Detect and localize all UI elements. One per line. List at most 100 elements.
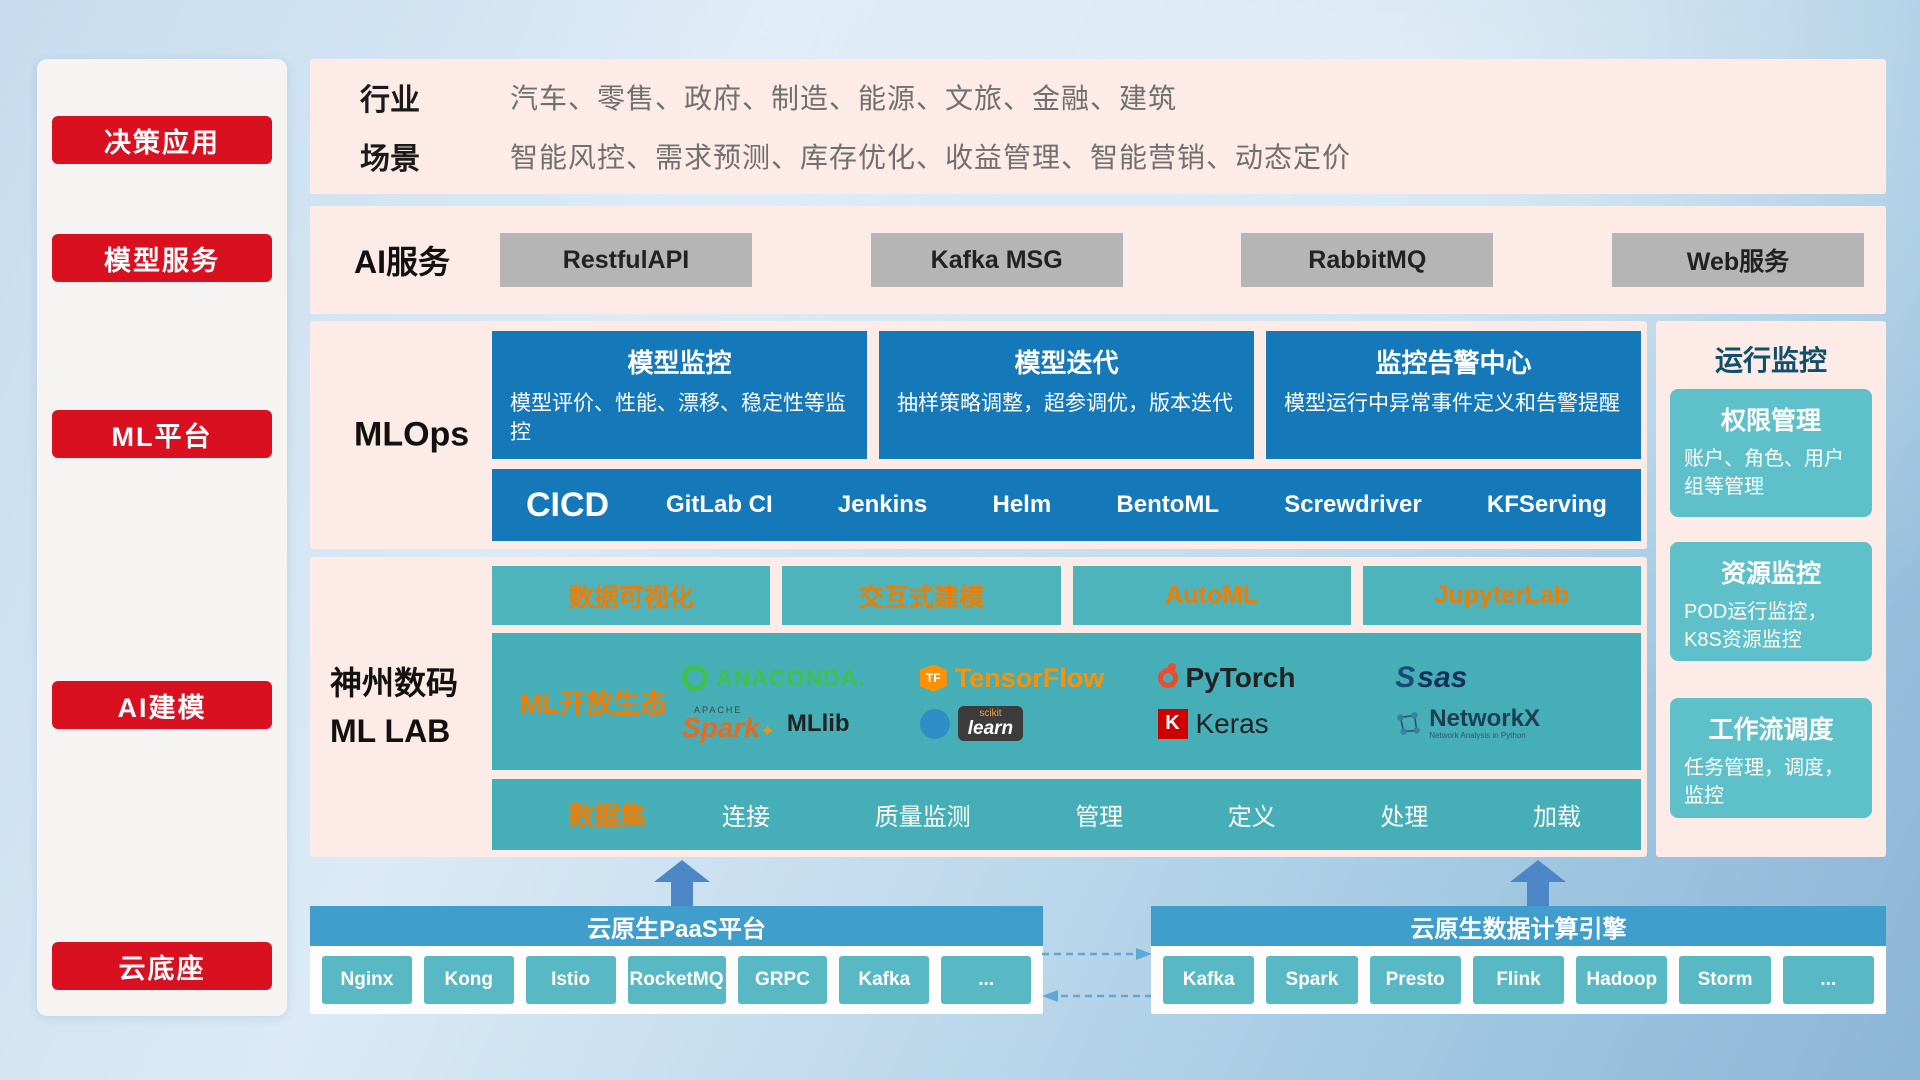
pytorch-icon (1157, 663, 1178, 688)
ml-ecosystem-logos: ANACONDA. TF TensorFlow PyTorch S sas AP… (682, 661, 1641, 742)
ai-service-row: AI服务 RestfulAPI Kafka MSG RabbitMQ Web服务 (310, 206, 1886, 314)
engine-storm: Storm (1679, 956, 1771, 1004)
engine-hadoop: Hadoop (1576, 956, 1668, 1004)
cloud-paas-title: 云原生PaaS平台 (310, 906, 1043, 946)
dataset-load: 加载 (1532, 804, 1581, 831)
service-restfulapi: RestfulAPI (500, 233, 752, 287)
tool-automl: AutoML (1072, 566, 1351, 625)
cicd-kfserving: KFServing (1486, 491, 1607, 518)
card-desc: POD运行监控，K8S资源监控 (1684, 601, 1828, 651)
sas-logo: S sas (1395, 661, 1633, 695)
anaconda-wordmark: ANACONDA. (716, 664, 866, 691)
scenario-line: 场景 智能风控、需求预测、库存优化、收益管理、智能营销、动态定价 (310, 134, 1886, 178)
networkx-logo: NetworkX Network Analysis in Python (1395, 704, 1633, 741)
card-model-monitoring: 模型监控 模型评价、性能、漂移、稳定性等监控 (492, 331, 867, 459)
paas-more: ... (941, 956, 1032, 1004)
mlops-cards: 模型监控 模型评价、性能、漂移、稳定性等监控 模型迭代 抽样策略调整，超参调优，… (492, 331, 1641, 459)
runtime-monitor-title: 运行监控 (1714, 345, 1827, 376)
dataset-bar: 数据集 连接 质量监测 管理 定义 处理 加载 (492, 779, 1641, 850)
industry-line: 行业 汽车、零售、政府、制造、能源、文旅、金融、建筑 (310, 75, 1886, 119)
layer-ml-platform: ML平台 (52, 410, 272, 458)
tensorflow-wordmark: TensorFlow (954, 662, 1105, 693)
cicd-gitlab-ci: GitLab CI (666, 491, 773, 518)
layer-model-service: 模型服务 (52, 234, 272, 282)
cloud-data-engine-items: Kafka Spark Presto Flink Hadoop Storm ..… (1151, 946, 1886, 1014)
pytorch-wordmark: PyTorch (1185, 662, 1296, 693)
industry-scenario-panel: 行业 汽车、零售、政府、制造、能源、文旅、金融、建筑 场景 智能风控、需求预测、… (310, 59, 1886, 194)
paas-istio: Istio (525, 956, 616, 1004)
spark-wordmark: APACHE Spark✦ (682, 705, 775, 743)
card-resource-monitoring: 资源监控 POD运行监控，K8S资源监控 (1670, 542, 1872, 661)
pytorch-logo: PyTorch (1157, 662, 1396, 694)
dataset-manage: 管理 (1075, 804, 1124, 831)
cloud-data-engine-group: 云原生数据计算引擎 Kafka Spark Presto Flink Hadoo… (1151, 906, 1886, 1014)
paas-kafka: Kafka (839, 956, 930, 1004)
mlops-label: MLOps (354, 415, 470, 454)
layer-ai-modeling: AI建模 (52, 681, 272, 729)
ml-lab-label-line2: ML LAB (330, 713, 451, 749)
scikit-learn-icon (919, 708, 950, 739)
sas-wordmark: sas (1417, 661, 1468, 694)
card-alert-center: 监控告警中心 模型运行中异常事件定义和告警提醒 (1266, 331, 1641, 459)
cicd-label: CICD (526, 485, 610, 524)
scikit-learn-logo: scikit learn (919, 706, 1158, 741)
card-desc: 模型评价、性能、漂移、稳定性等监控 (510, 392, 846, 445)
mllib-wordmark: MLlib (786, 709, 850, 737)
ml-lab-label: 神州数码 ML LAB (330, 659, 494, 755)
ml-ecosystem-panel: ML开放生态 ANACONDA. TF TensorFlow PyTorch S… (492, 633, 1641, 770)
cloud-paas-group: 云原生PaaS平台 Nginx Kong Istio RocketMQ GRPC… (310, 906, 1043, 1014)
service-kafka-msg: Kafka MSG (870, 233, 1123, 287)
industry-label: 行业 (360, 83, 420, 117)
card-desc: 任务管理，调度，监控 (1684, 757, 1844, 807)
paas-nginx: Nginx (322, 956, 412, 1004)
cicd-helm: Helm (992, 491, 1052, 518)
card-desc: 模型运行中异常事件定义和告警提醒 (1284, 392, 1620, 415)
dataset-connect: 连接 (722, 804, 770, 831)
cicd-screwdriver: Screwdriver (1284, 491, 1422, 518)
data-exchange-arrows (1042, 948, 1152, 1002)
dataset-quality: 质量监测 (874, 804, 971, 831)
service-web: Web服务 (1611, 233, 1864, 287)
cicd-items: GitLab CI Jenkins Helm BentoML Screwdriv… (666, 491, 1607, 519)
anaconda-icon (682, 665, 708, 691)
cicd-bar: CICD GitLab CI Jenkins Helm BentoML Scre… (492, 469, 1641, 541)
engine-kafka: Kafka (1163, 956, 1255, 1004)
layer-sidebar: 决策应用 模型服务 ML平台 AI建模 云底座 (37, 59, 287, 1016)
cicd-bentoml: BentoML (1116, 491, 1220, 518)
tensorflow-logo: TF TensorFlow (919, 662, 1158, 694)
service-rabbitmq: RabbitMQ (1241, 233, 1494, 287)
card-workflow-scheduling: 工作流调度 任务管理，调度，监控 (1670, 698, 1872, 818)
anaconda-logo: ANACONDA. (682, 665, 920, 692)
card-model-iteration: 模型迭代 抽样策略调整，超参调优，版本迭代 (879, 331, 1254, 459)
dataset-label: 数据集 (567, 801, 646, 831)
networkx-wordmark: NetworkX Network Analysis in Python (1429, 704, 1540, 741)
card-title: 监控告警中心 (1375, 348, 1532, 378)
ml-lab-tools: 数据可视化 交互式建模 AutoML JupyterLab (492, 566, 1641, 625)
networkx-icon (1397, 711, 1421, 735)
ml-ecosystem-label: ML开放生态 (520, 689, 667, 719)
paas-rocketmq: RocketMQ (627, 956, 726, 1004)
scikit-learn-wordmark: scikit learn (957, 706, 1024, 741)
tool-jupyterlab: JupyterLab (1362, 566, 1641, 625)
card-title: 模型监控 (627, 348, 732, 378)
paas-kong: Kong (423, 956, 514, 1004)
card-title: 权限管理 (1720, 407, 1821, 435)
engine-spark: Spark (1266, 956, 1358, 1004)
spark-star-icon: ✦ (759, 721, 775, 741)
keras-icon: K (1157, 708, 1188, 739)
cloud-paas-items: Nginx Kong Istio RocketMQ GRPC Kafka ... (310, 946, 1043, 1014)
layer-cloud-base: 云底座 (52, 942, 272, 990)
engine-presto: Presto (1369, 956, 1461, 1004)
ai-service-label: AI服务 (354, 244, 451, 280)
cloud-data-engine-title: 云原生数据计算引擎 (1151, 906, 1886, 946)
keras-logo: K Keras (1157, 708, 1396, 740)
dataset-define: 定义 (1227, 804, 1276, 831)
ai-service-panel: AI服务 RestfulAPI Kafka MSG RabbitMQ Web服务 (310, 206, 1886, 314)
layer-decision-apps: 决策应用 (52, 116, 272, 164)
mlops-panel: MLOps 模型监控 模型评价、性能、漂移、稳定性等监控 模型迭代 抽样策略调整… (310, 321, 1647, 549)
card-desc: 账户、角色、用户组等管理 (1684, 448, 1844, 498)
runtime-monitor-panel: 运行监控 权限管理 账户、角色、用户组等管理 资源监控 POD运行监控，K8S资… (1656, 321, 1886, 857)
dataset-process: 处理 (1380, 804, 1429, 831)
sas-swoosh-icon: S (1395, 661, 1416, 694)
card-title: 模型迭代 (1014, 348, 1119, 378)
